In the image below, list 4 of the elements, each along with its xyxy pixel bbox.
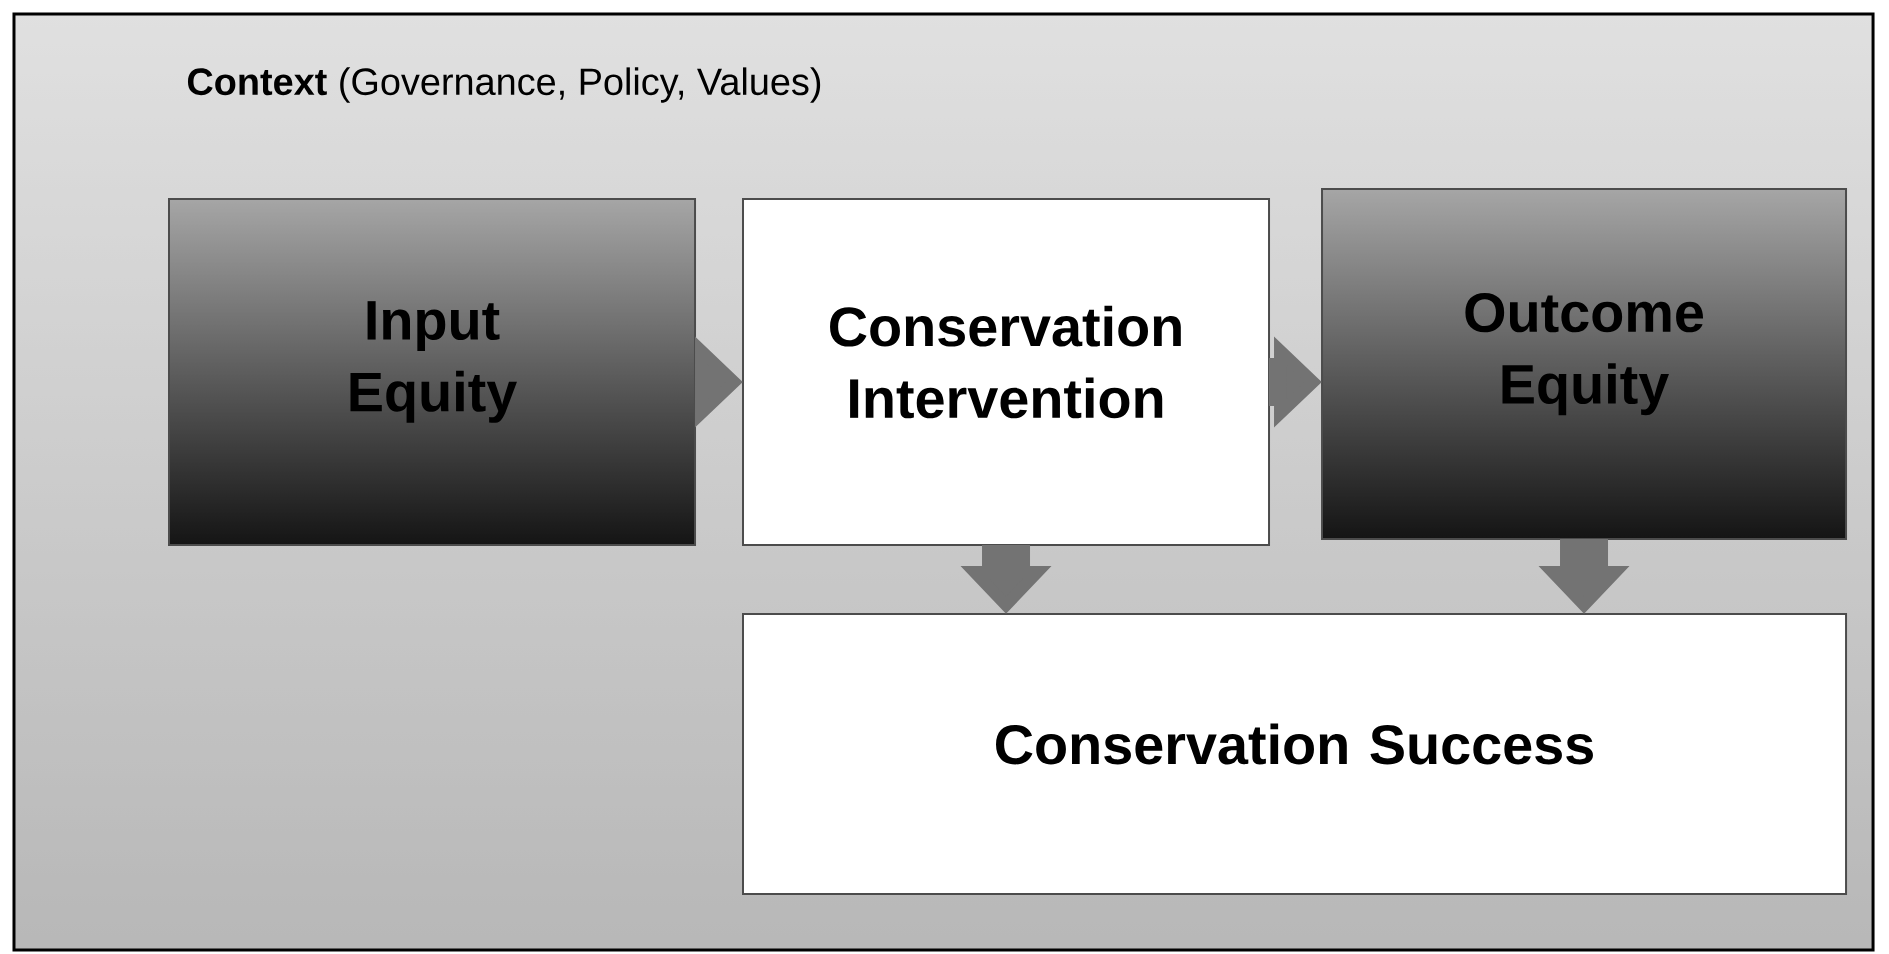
process-box: Conservation Intervention (742, 198, 1271, 546)
process-box: Input Equity (168, 198, 696, 546)
process-box: Conservation Success (742, 613, 1848, 895)
process-box: Outcome Equity (1321, 188, 1848, 540)
